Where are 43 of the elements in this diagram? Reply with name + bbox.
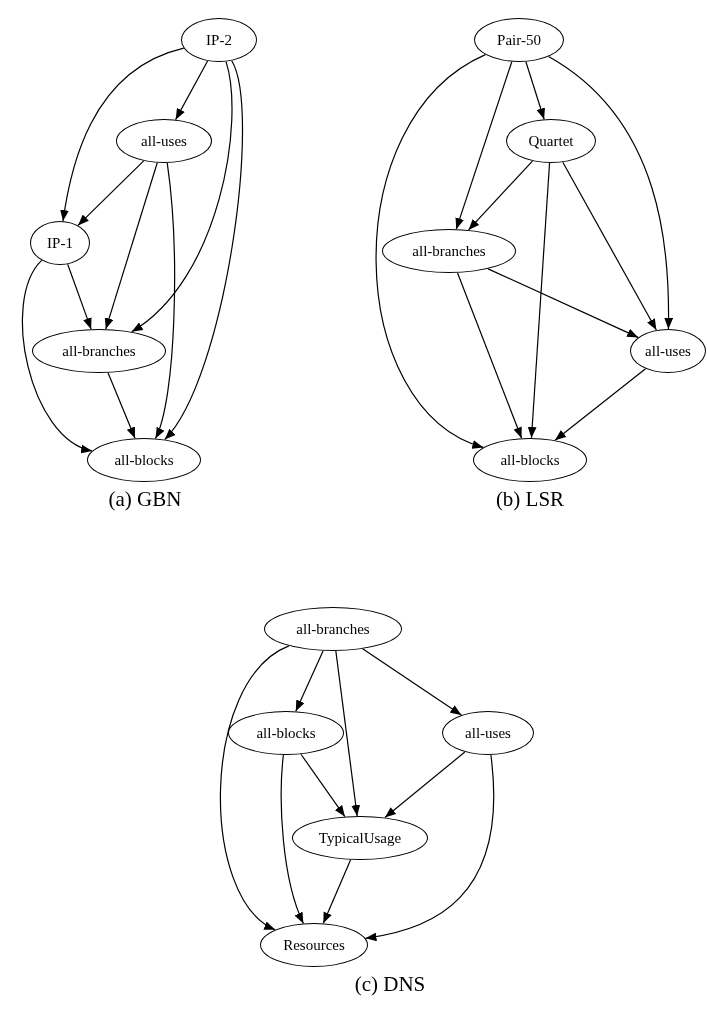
- ellipse-node: all-branches: [382, 229, 516, 273]
- arrow: [335, 650, 361, 817]
- arrow: [487, 268, 639, 338]
- arrow: [280, 754, 304, 925]
- ellipse-node: Resources: [260, 923, 368, 967]
- arrow: [455, 61, 513, 230]
- arrow: [456, 272, 523, 439]
- arrow: [300, 753, 346, 818]
- ellipse-node: all-uses: [442, 711, 534, 755]
- arrow: [362, 648, 462, 716]
- arrow: [548, 55, 673, 330]
- ellipse-node: IP-1: [30, 221, 90, 265]
- subfigure-caption: (a) GBN: [108, 487, 182, 512]
- ellipse-node: Quartet: [506, 119, 596, 163]
- ellipse-node: all-uses: [630, 329, 706, 373]
- arrow: [131, 61, 233, 333]
- arrow: [67, 263, 92, 330]
- ellipse-node: Pair-50: [474, 18, 564, 62]
- arrow: [322, 859, 352, 924]
- ellipse-node: all-blocks: [87, 438, 201, 482]
- ellipse-node: all-branches: [264, 607, 402, 651]
- ellipse-node: IP-2: [181, 18, 257, 62]
- arrow: [175, 60, 209, 121]
- arrow: [107, 372, 136, 439]
- subfigure-caption: (b) LSR: [495, 487, 565, 512]
- arrow: [375, 54, 486, 448]
- ellipse-node: all-blocks: [228, 711, 344, 755]
- arrow: [219, 645, 290, 931]
- arrow: [60, 47, 185, 222]
- ellipse-node: all-uses: [116, 119, 212, 163]
- arrow: [77, 160, 145, 226]
- arrow: [295, 650, 324, 712]
- ellipse-node: all-blocks: [473, 438, 587, 482]
- ellipse-node: all-branches: [32, 329, 166, 373]
- arrow: [525, 61, 545, 120]
- subfigure-caption: (c) DNS: [354, 972, 426, 997]
- arrow: [21, 259, 93, 452]
- arrow: [554, 368, 647, 441]
- arrow: [527, 162, 551, 439]
- ellipse-node: TypicalUsage: [292, 816, 428, 860]
- arrow: [562, 161, 657, 331]
- arrow: [154, 162, 176, 440]
- arrow: [104, 162, 158, 330]
